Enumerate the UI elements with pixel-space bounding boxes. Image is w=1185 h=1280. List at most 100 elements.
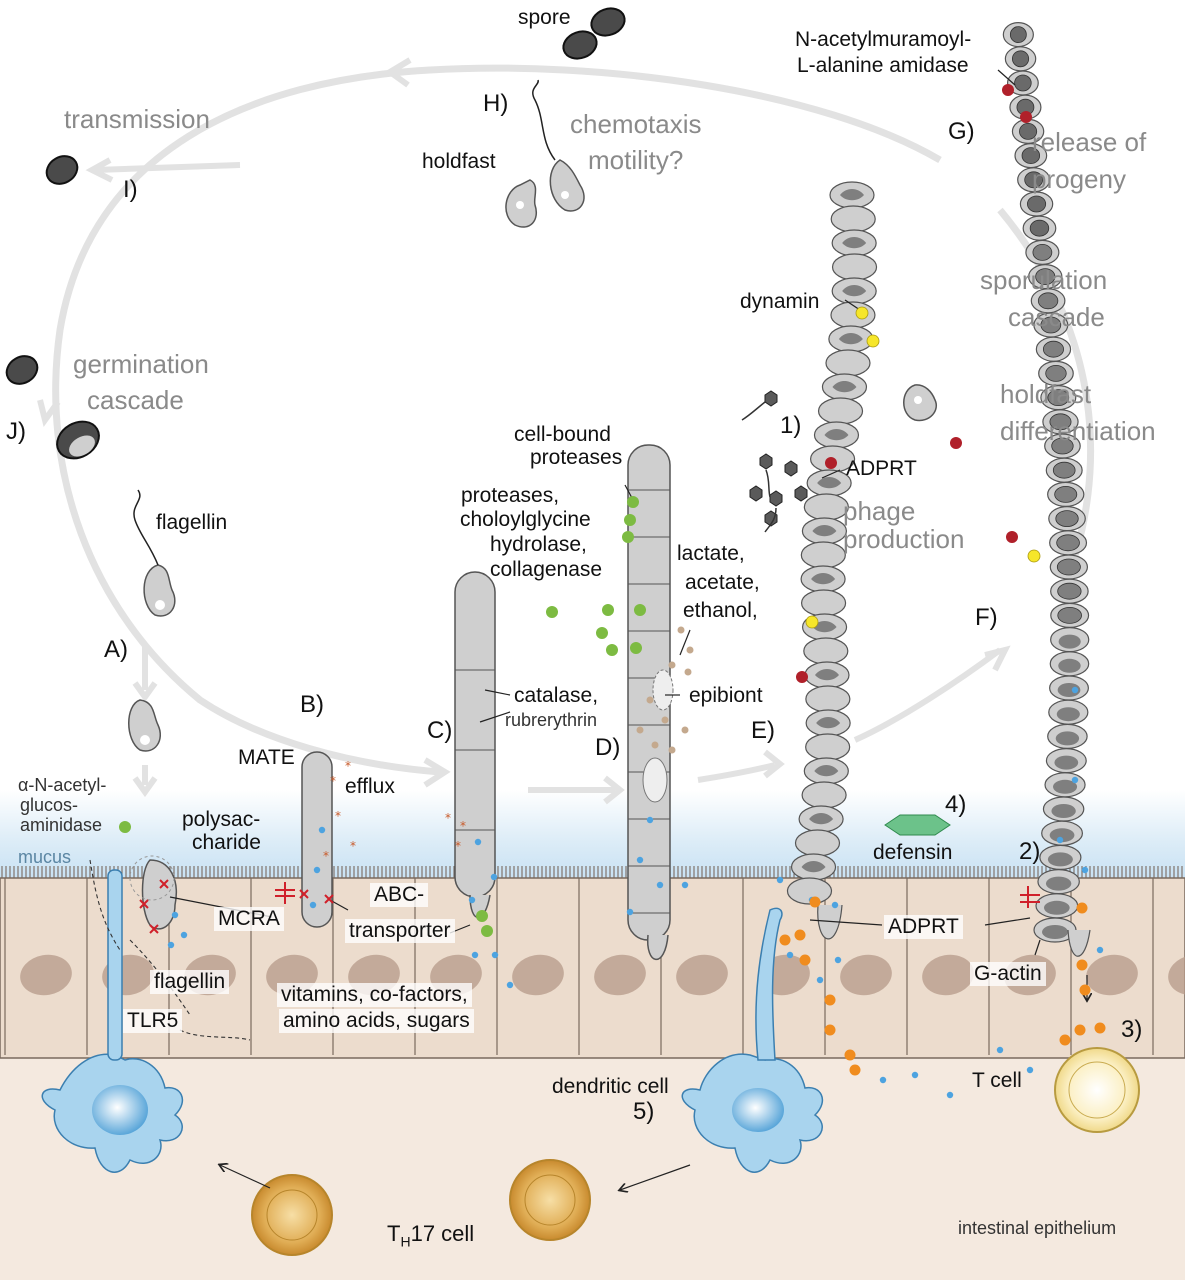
cellbound-label-2: proteases — [530, 446, 623, 469]
step-5: 5) — [633, 1098, 655, 1125]
filament-f — [1002, 21, 1091, 957]
dendritic-label: dendritic cell — [552, 1075, 669, 1098]
blue-molecule — [879, 1076, 887, 1084]
holdfast-diff-label-2: differentiation — [1000, 416, 1156, 446]
efflux-star: * — [335, 809, 341, 823]
filament-c — [454, 571, 496, 918]
step-1: 1) — [780, 412, 802, 439]
blue-molecule — [656, 881, 664, 889]
chemotaxis-label-1: chemotaxis — [570, 109, 702, 139]
tan-molecule — [651, 741, 659, 749]
step-i: I) — [123, 176, 138, 203]
step-e: E) — [751, 717, 775, 744]
amidase-label-1: N-acetylmuramoyl- — [795, 28, 972, 51]
orange-molecule — [809, 896, 821, 908]
tlr5-label: TLR5 — [123, 1009, 183, 1033]
red-molecule — [796, 671, 808, 683]
filament-e-inner — [814, 765, 839, 777]
lamina-propria — [0, 1055, 1185, 1280]
filament-f-inner — [1049, 828, 1075, 843]
nacetyl-label-1: α-N-acetyl- — [18, 775, 107, 795]
tan-molecule — [681, 726, 689, 734]
blue-molecule — [171, 911, 179, 919]
th17-label: TH17 cell — [387, 1222, 474, 1253]
cell-nucleus — [20, 954, 72, 996]
step-3: 3) — [1121, 1016, 1143, 1043]
green-molecule — [602, 604, 614, 616]
filament-e-inner — [817, 477, 842, 489]
filament-f-spore — [1029, 219, 1050, 237]
blue-molecule — [816, 976, 824, 984]
step-a: A) — [104, 636, 128, 663]
green-molecule — [622, 531, 634, 543]
th17-label-sub: H — [400, 1233, 411, 1250]
th17-label-main: T — [387, 1221, 401, 1246]
phage-label-2: production — [843, 524, 965, 554]
th17-cell-left — [251, 1174, 333, 1256]
filament-f-inner — [1057, 683, 1081, 697]
blue-molecule — [911, 1071, 919, 1079]
blue-molecule — [180, 931, 188, 939]
filament-f-spore — [1054, 485, 1078, 503]
blue-molecule — [681, 881, 689, 889]
th17-label-rest: 17 cell — [410, 1221, 475, 1246]
filament-f-spore — [1014, 74, 1032, 92]
tan-molecule — [684, 668, 692, 676]
blue-molecule — [318, 826, 326, 834]
green-molecule — [606, 644, 618, 656]
filament-f-inner — [1047, 852, 1073, 867]
filament-e-inner — [832, 381, 857, 393]
proteases-label-3: hydrolase, — [490, 533, 587, 556]
step-j: J) — [6, 418, 26, 445]
spore-label: spore — [518, 6, 571, 29]
blue-molecule — [1026, 1066, 1034, 1074]
green-molecule — [119, 821, 131, 833]
efflux-star: * — [330, 774, 336, 788]
polysac-label-1: polysac- — [182, 808, 261, 831]
green-molecule — [630, 642, 642, 654]
germination-label-1: germination — [73, 349, 209, 379]
cycle-arrowheads — [37, 57, 1011, 788]
filament-e-inner — [811, 573, 836, 585]
green-molecule — [546, 606, 558, 618]
adprt-bottom-label: ADPRT — [884, 915, 963, 939]
vitamins-label-2: amino acids, sugars — [279, 1009, 474, 1033]
blue-molecule — [471, 951, 479, 959]
orange-molecule — [1074, 1024, 1086, 1036]
cellbound-label-1: cell-bound — [514, 423, 611, 446]
dynamin-label: dynamin — [740, 290, 820, 313]
blue-molecule — [834, 956, 842, 964]
orange-molecule — [1076, 902, 1088, 914]
efflux-star: * — [323, 849, 329, 863]
flagellin-top-label: flagellin — [156, 511, 228, 534]
yellow-molecule — [805, 615, 819, 629]
red-molecule — [950, 437, 962, 449]
blue-molecule — [626, 908, 634, 916]
epibiont-label: epibiont — [689, 684, 763, 707]
filament-e — [786, 181, 878, 940]
orange-molecule — [844, 1049, 856, 1061]
lactate-label-1: lactate, — [677, 542, 745, 565]
cell-spots — [140, 191, 922, 745]
sporulation-label-2: cascade — [1008, 302, 1105, 332]
step-b: B) — [300, 691, 324, 718]
phage-label-1: phage — [843, 496, 916, 526]
abc-label-2: transporter — [345, 919, 455, 943]
polysac-label-2: charide — [192, 831, 261, 854]
phages — [749, 390, 808, 527]
t-cell — [1054, 1047, 1140, 1133]
motile-cells — [128, 159, 937, 752]
red-molecule — [1006, 531, 1018, 543]
blue-molecule — [491, 951, 499, 959]
blue-molecule — [1071, 776, 1079, 784]
green-molecule — [476, 910, 488, 922]
yellow-molecule — [866, 334, 880, 348]
tan-molecule — [646, 696, 654, 704]
cell-nucleus — [840, 954, 892, 996]
filament-e-inner — [809, 813, 834, 825]
filament-f-spore — [1057, 582, 1082, 600]
filament-f-inner — [1054, 755, 1079, 770]
orange-molecule — [1079, 984, 1091, 996]
orange-molecule — [849, 1064, 861, 1076]
orange-molecule — [824, 994, 836, 1006]
